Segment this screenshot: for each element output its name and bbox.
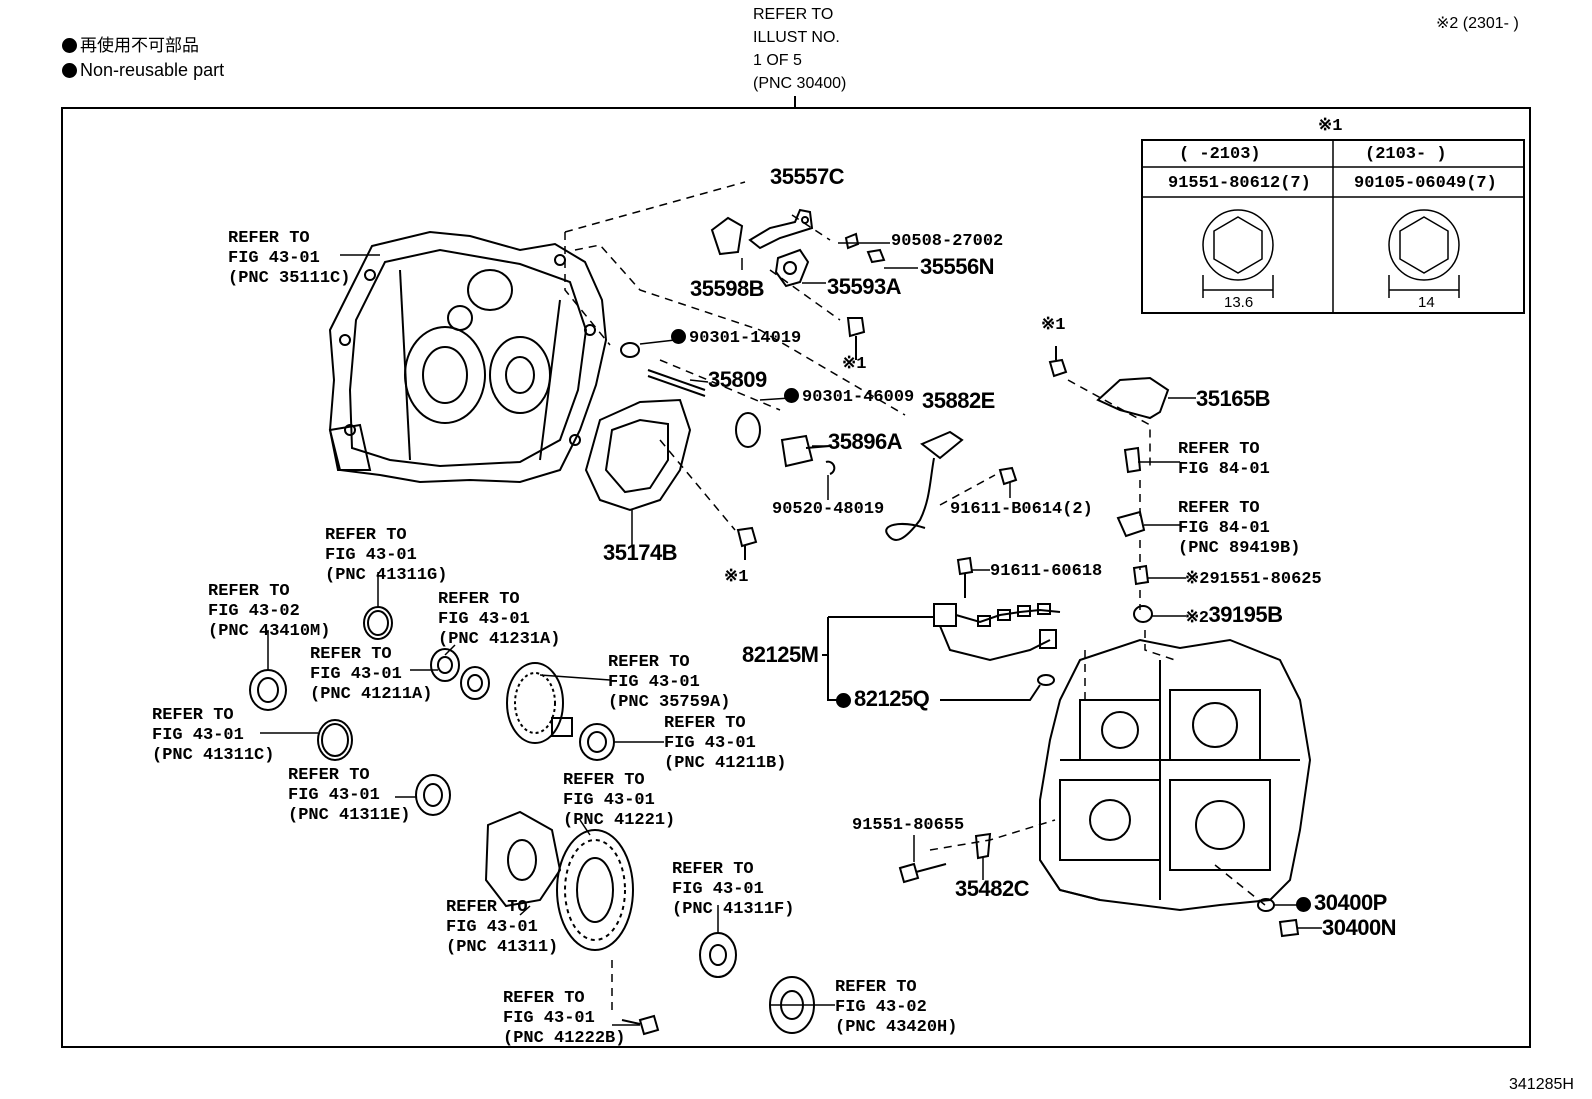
diagram-frame [61, 107, 1531, 1048]
part-label-30400P: 30400P [1296, 892, 1387, 914]
part-label-35482C: 35482C [955, 876, 1030, 901]
part-label-39195B: ※239195B [1185, 602, 1283, 629]
part-label-35896A: 35896A [828, 429, 903, 454]
part-label-35882E: 35882E [922, 388, 995, 413]
non-reusable-dot-icon [62, 38, 77, 53]
note-table-col2-part: 90105-06049(7) [1354, 174, 1497, 193]
part-label-35174B: 35174B [603, 540, 678, 565]
note-table-col2-dim: 14 [1418, 294, 1435, 311]
footer-code: 341285H [1509, 1076, 1574, 1093]
part-label-35557C: 35557C [770, 164, 845, 189]
non-reusable-dot-icon [836, 693, 851, 708]
part-label-90520-48019: 90520-48019 [772, 500, 885, 519]
note-table-col1-part: 91551-80612(7) [1168, 174, 1311, 193]
legend-jp: 再使用不可部品 [62, 36, 199, 56]
part-label-82125M: 82125M [742, 642, 819, 667]
mark-1-a: ※1 [842, 355, 867, 374]
mark-1-b: ※1 [724, 568, 749, 587]
note-table-title: ※1 [1318, 117, 1343, 136]
part-label-91551-80625: ※291551-80625 [1185, 570, 1322, 589]
part-label-35593A: 35593A [827, 274, 902, 299]
part-label-35598B: 35598B [690, 276, 765, 301]
non-reusable-dot-icon [671, 329, 686, 344]
part-label-91611-B0614: 91611-B0614(2) [950, 500, 1093, 519]
non-reusable-dot-icon [784, 388, 799, 403]
part-label-35809: 35809 [708, 367, 767, 392]
non-reusable-dot-icon [62, 63, 77, 78]
top-refer-note: REFER TO ILLUST NO. 1 OF 5 (PNC 30400) [753, 6, 847, 92]
part-label-82125Q: 82125Q [836, 688, 930, 710]
note-table-col2-header: (2103- ) [1365, 145, 1447, 164]
part-label-90301-46009: 90301-46009 [784, 388, 914, 408]
note-table [1141, 139, 1525, 314]
mark-1-c: ※1 [1041, 316, 1066, 335]
transmission-housing-illustration [328, 230, 608, 484]
part-label-91551-80655: 91551-80655 [852, 816, 965, 835]
part-label-35556N: 35556N [920, 254, 995, 279]
part-label-30400N: 30400N [1322, 915, 1397, 940]
part-label-91611-60618: 91611-60618 [990, 562, 1103, 581]
part-label-90301-14019: 90301-14019 [671, 329, 801, 349]
note-table-col1-dim: 13.6 [1224, 294, 1254, 311]
non-reusable-dot-icon [1296, 897, 1311, 912]
note-table-col1-header: ( -2103) [1179, 145, 1261, 164]
top-right-note: ※2 (2301- ) [1436, 15, 1519, 32]
legend-en: Non-reusable part [62, 60, 224, 80]
part-label-90508-27002: 90508-27002 [891, 232, 1004, 251]
part-label-35165B: 35165B [1196, 386, 1271, 411]
